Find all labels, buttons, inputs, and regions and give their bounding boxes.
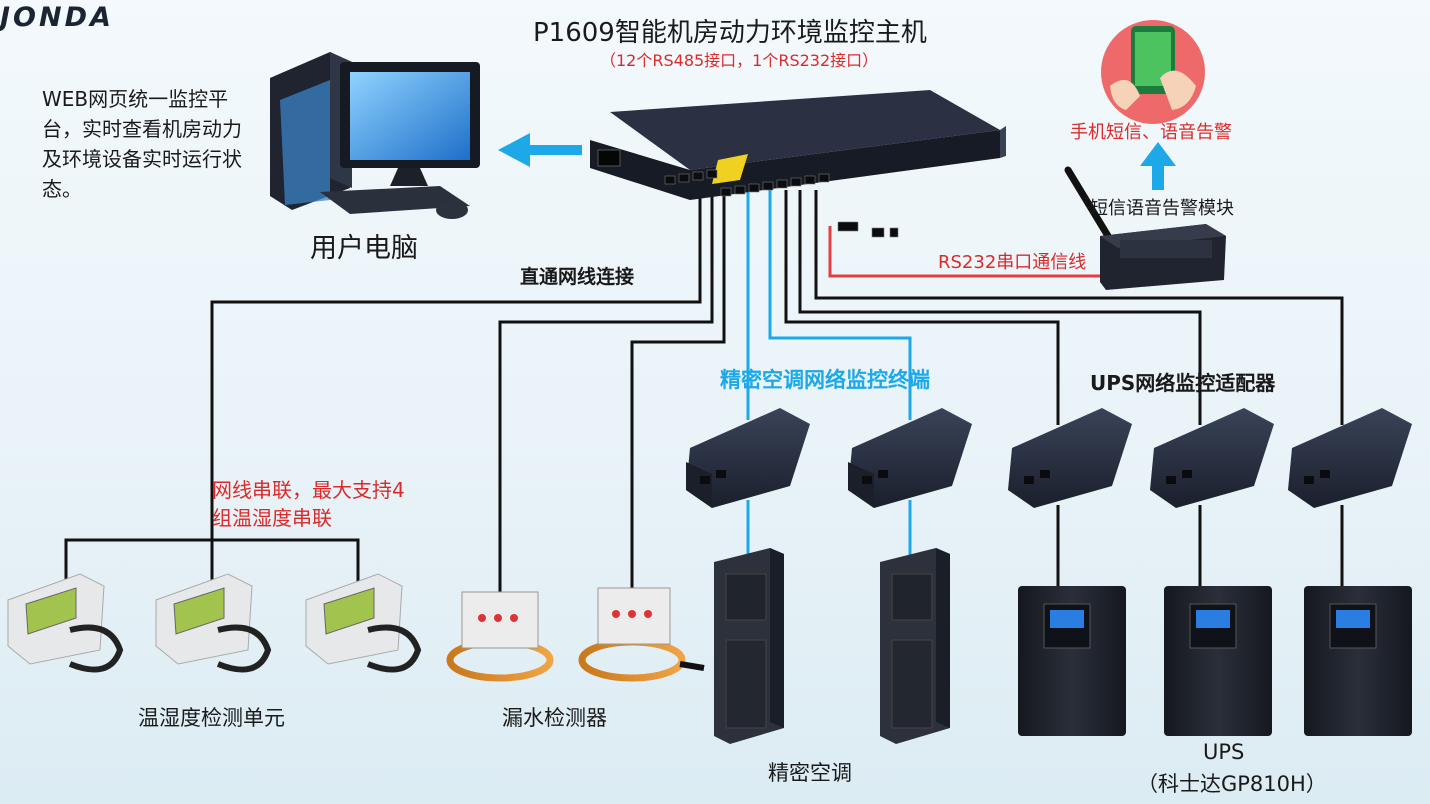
ups-cabinet-2 bbox=[1164, 586, 1272, 736]
th-unit-1 bbox=[7, 573, 124, 673]
arrow-to-pc bbox=[498, 133, 582, 167]
wire-ac-2 bbox=[768, 190, 912, 420]
th-unit-label: 温湿度检测单元 bbox=[138, 706, 285, 730]
ac-terminal-2 bbox=[848, 408, 972, 508]
precision-ac-1 bbox=[714, 548, 784, 744]
ups-adapter-label: UPS网络监控适配器 bbox=[1090, 371, 1276, 395]
ups-cabinet-3 bbox=[1304, 586, 1412, 736]
user-pc-label: 用户电脑 bbox=[310, 233, 418, 264]
wire-th bbox=[210, 190, 702, 590]
host-subtitle: （12个RS485接口，1个RS232接口） bbox=[600, 51, 879, 70]
ups-adapter-3 bbox=[1288, 408, 1412, 508]
leak-detector-2 bbox=[578, 587, 705, 682]
precision-ac-label: 精密空调 bbox=[768, 761, 852, 785]
ups-model-label: （科士达GP810H） bbox=[1137, 772, 1327, 796]
wire-rs232 bbox=[828, 226, 1110, 278]
wire-leak-2 bbox=[630, 190, 726, 590]
leak-detector-1 bbox=[446, 591, 554, 682]
sms-module-device bbox=[1064, 166, 1226, 290]
arrow-to-phone bbox=[1140, 142, 1176, 190]
ups-cabinet-1 bbox=[1018, 586, 1126, 736]
brand-logo: JONDA bbox=[0, 2, 114, 33]
wire-leak-1 bbox=[498, 190, 714, 595]
web-description: WEB网页统一监控平台，实时查看机房动力及环境设备实时运行状态。 bbox=[42, 87, 242, 201]
precision-ac-2 bbox=[880, 548, 950, 744]
wire-ups-2 bbox=[798, 190, 1202, 425]
wire-ups-1 bbox=[784, 190, 1060, 425]
ac-terminal-1 bbox=[686, 408, 810, 508]
wire-ups-3 bbox=[814, 190, 1344, 425]
user-pc-illustration bbox=[270, 52, 480, 219]
sms-alarm-label: 手机短信、语音告警 bbox=[1070, 122, 1232, 143]
th-chain-note: 网线串联，最大支持4组温湿度串联 bbox=[212, 478, 405, 530]
ups-adapter-1 bbox=[1008, 408, 1132, 508]
host-title: P1609智能机房动力环境监控主机 bbox=[533, 18, 927, 48]
wires bbox=[64, 190, 1344, 595]
host-device bbox=[590, 90, 1006, 238]
sms-module-label: 短信语音告警模块 bbox=[1090, 198, 1234, 219]
leak-detector-label: 漏水检测器 bbox=[502, 706, 607, 730]
direct-cable-label: 直通网线连接 bbox=[520, 266, 635, 288]
rs232-cable-label: RS232串口通信线 bbox=[938, 252, 1087, 273]
th-unit-2 bbox=[155, 573, 272, 673]
ups-label: UPS bbox=[1203, 740, 1245, 764]
ac-terminal-label: 精密空调网络监控终端 bbox=[720, 368, 930, 392]
wire-th-chain bbox=[64, 538, 360, 590]
host-ports bbox=[664, 169, 899, 238]
phone-alert-icon bbox=[1101, 20, 1205, 124]
th-unit-3 bbox=[305, 573, 422, 673]
ups-adapter-2 bbox=[1150, 408, 1274, 508]
